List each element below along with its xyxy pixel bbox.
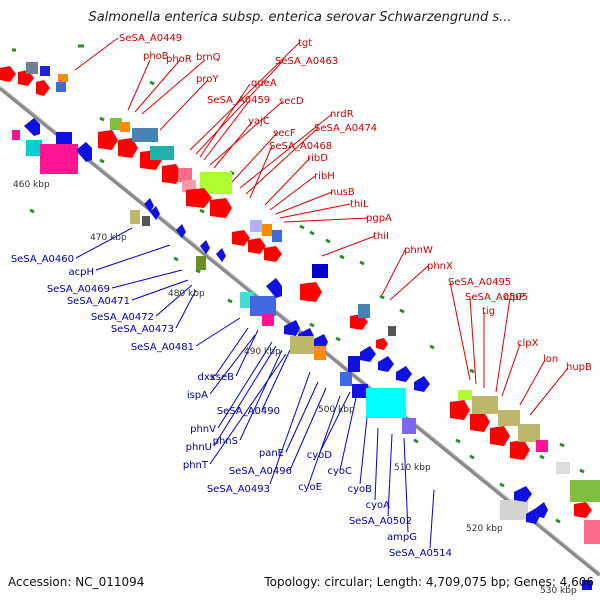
scale-label: 500 kbp: [318, 405, 355, 415]
reverse-gene-label: SeSA_A0481: [131, 342, 194, 353]
forward-gene-label: clpP: [504, 292, 525, 303]
forward-connectors: [74, 37, 569, 416]
reverse-gene-label: cyoB: [348, 484, 373, 495]
reverse-gene-label: cyoD: [307, 450, 333, 461]
reverse-gene-label: panE: [259, 448, 284, 459]
genome-backbone: [0, 86, 600, 577]
scale-label: 480 kbp: [168, 289, 205, 299]
forward-gene-label: SeSA_A0474: [314, 123, 377, 134]
forward-gene-label: SeSA_A0495: [448, 277, 511, 288]
reverse-gene-label: cyoC: [327, 466, 352, 477]
accession-label: Accession: NC_011094: [8, 575, 145, 589]
reverse-gene-label: phnT: [183, 460, 209, 471]
forward-gene-label: SeSA_A0505: [465, 292, 528, 303]
reverse-gene-label: cyoE: [298, 482, 322, 493]
forward-gene-label: SeSA_A0468: [269, 141, 332, 152]
forward-gene-label: nrdR: [330, 109, 354, 120]
map-title: Salmonella enterica subsp. enterica sero…: [88, 10, 512, 25]
forward-gene-label: thiL: [350, 199, 369, 210]
forward-gene-label: phoB: [143, 51, 169, 62]
forward-gene-label: yajC: [248, 116, 270, 127]
forward-gene-label: proY: [196, 74, 219, 85]
forward-gene-label: phnX: [427, 261, 453, 272]
forward-gene-label: phoR: [166, 54, 192, 65]
reverse-gene-label: SeSA_A0496: [229, 466, 292, 477]
forward-gene-label: ribH: [314, 171, 335, 182]
forward-gene-label: tgt: [298, 38, 312, 49]
reverse-gene-label: ispA: [187, 390, 208, 401]
reverse-gene-label: SeSA_A0514: [389, 548, 452, 559]
forward-genes: [0, 62, 600, 544]
reverse-gene-label: SeSA_A0469: [47, 284, 110, 295]
scale-label: 470 kbp: [90, 233, 127, 243]
reverse-gene-labels: SeSA_A0460 acpH SeSA_A0469SeSA_A0471SeSA_A…: [11, 254, 452, 559]
reverse-gene-label: dxs: [198, 372, 215, 383]
reverse-gene-label: xseB: [210, 372, 234, 383]
scale-label: 530 kbp: [540, 586, 577, 596]
reverse-gene-label: acpH: [69, 267, 95, 278]
reverse-genes: [12, 118, 592, 590]
reverse-gene-label: ampG: [387, 532, 417, 543]
forward-gene-label: pgpA: [366, 213, 392, 224]
scale-label: 490 kbp: [244, 347, 281, 357]
forward-gene-label: tig: [482, 306, 495, 317]
forward-gene-label: brnQ: [196, 52, 221, 63]
reverse-gene-label: SeSA_A0493: [207, 484, 270, 495]
forward-gene-label: SeSA_A0449: [119, 33, 182, 44]
forward-gene-label: SeSA_A0459: [207, 95, 270, 106]
reverse-gene-label: phnS: [213, 436, 238, 447]
scale-labels: 460 kbp 470 kbp 480 kbp 490 kbp 500 kbp 510 k…: [13, 180, 577, 596]
scale-label: 520 kbp: [466, 524, 503, 534]
reverse-gene-label: SeSA_A0460: [11, 254, 74, 265]
forward-gene-label: queA: [251, 78, 277, 89]
forward-gene-label: SeSA_A0463: [275, 56, 338, 67]
scale-label: 510 kbp: [394, 463, 431, 473]
forward-gene-label: phnW: [404, 245, 433, 256]
reverse-gene-label: cyoA: [366, 500, 391, 511]
forward-gene-label: secD: [279, 96, 304, 107]
reverse-gene-label: phnV: [190, 424, 216, 435]
forward-gene-label: secF: [273, 128, 296, 139]
reverse-gene-label: phnU: [186, 442, 212, 453]
forward-gene-label: clpX: [517, 338, 539, 349]
forward-gene-label: hupB: [566, 362, 592, 373]
genome-backbone-highlight: [0, 85, 600, 574]
forward-gene-label: lon: [543, 354, 558, 365]
reverse-gene-label: SeSA_A0472: [91, 312, 154, 323]
reverse-gene-label: SeSA_A0471: [67, 296, 130, 307]
forward-gene-label: thiI: [373, 231, 389, 242]
scale-label: 460 kbp: [13, 180, 50, 190]
reverse-gene-label: SeSA_A0473: [111, 324, 174, 335]
reverse-connectors: [75, 227, 435, 549]
forward-gene-label: nusB: [330, 187, 355, 198]
forward-gene-label: ribD: [307, 153, 328, 164]
genome-summary: Topology: circular; Length: 4,709,075 bp…: [264, 575, 594, 589]
reverse-gene-label: SeSA_A0502: [349, 516, 412, 527]
reverse-gene-label: SeSA_A0490: [217, 406, 280, 417]
